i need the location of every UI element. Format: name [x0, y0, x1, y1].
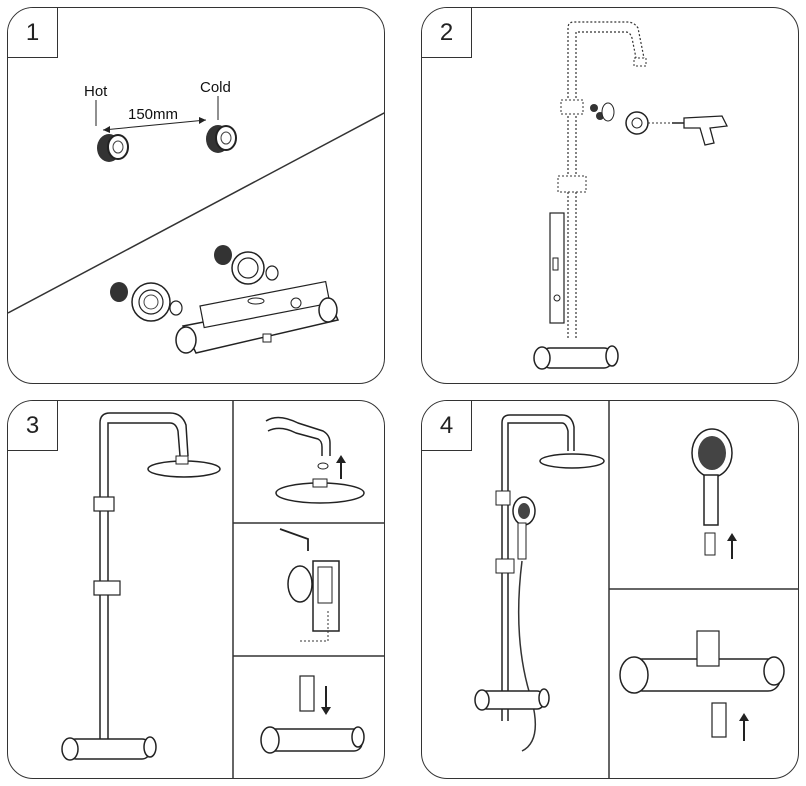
thermostatic-mixer-icon	[533, 345, 619, 370]
thermostatic-mixer-icon	[260, 675, 365, 754]
arrow-up-icon	[727, 533, 737, 559]
step-2-illustration	[533, 21, 728, 370]
thermostatic-mixer-icon	[474, 688, 550, 711]
shower-head-icon	[539, 453, 605, 469]
thermostatic-mixer-icon	[619, 630, 785, 738]
hand-shower-icon	[512, 496, 536, 560]
wall-eccentric-icon	[110, 245, 279, 322]
spirit-level-icon	[549, 212, 565, 324]
step-1-illustration: Hot Cold 150mm	[8, 79, 384, 354]
step-4-illustration	[474, 401, 798, 778]
arrow-up-icon	[336, 455, 346, 479]
step-4-panel: 4	[421, 400, 799, 779]
shower-head-icon	[265, 416, 365, 504]
shower-column-icon	[501, 414, 575, 721]
thermostatic-mixer-icon	[175, 280, 340, 354]
arrow-down-icon	[321, 686, 331, 715]
shower-head-icon	[147, 455, 221, 478]
shower-column-icon	[99, 412, 189, 741]
wall-eccentric-icon	[590, 102, 682, 135]
cold-label: Cold	[200, 79, 231, 96]
thermostatic-mixer-icon	[61, 736, 157, 761]
step-number: 2	[422, 8, 472, 58]
arrow-up-icon	[739, 713, 749, 741]
hot-label: Hot	[84, 83, 108, 100]
hex-key-icon	[279, 528, 309, 551]
hot-inlet-icon	[97, 134, 129, 162]
step-1-panel: 1 Hot Cold 150mm	[7, 7, 385, 384]
hose-icon	[517, 560, 537, 752]
hand-shower-icon	[691, 428, 733, 556]
step-number: 1	[8, 8, 58, 58]
step-3-panel: 3	[7, 400, 385, 779]
step-number: 3	[8, 401, 58, 451]
cold-inlet-icon	[206, 125, 237, 153]
drill-icon	[672, 115, 728, 146]
shower-column-icon	[567, 21, 645, 338]
step-3-illustration	[61, 401, 384, 778]
distance-label: 150mm	[128, 106, 178, 123]
step-2-panel: 2	[421, 7, 799, 384]
step-number: 4	[422, 401, 472, 451]
wall-eccentric-icon	[287, 560, 340, 642]
